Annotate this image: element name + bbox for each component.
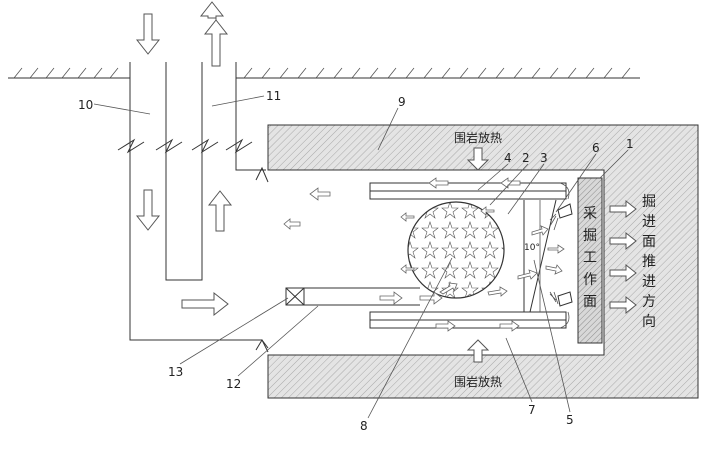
label-3: 3 bbox=[540, 151, 548, 165]
svg-text:掘: 掘 bbox=[642, 194, 656, 210]
label-7: 7 bbox=[528, 403, 536, 417]
svg-text:向: 向 bbox=[642, 314, 656, 330]
sprays bbox=[550, 204, 572, 306]
svg-text:进: 进 bbox=[642, 274, 656, 290]
angle-label: 10° bbox=[524, 243, 540, 253]
svg-text:方: 方 bbox=[642, 294, 656, 310]
svg-text:面: 面 bbox=[583, 294, 597, 310]
label-13: 13 bbox=[168, 365, 183, 379]
label-4: 4 bbox=[504, 151, 512, 165]
svg-text:作: 作 bbox=[583, 272, 597, 288]
svg-text:面: 面 bbox=[642, 234, 656, 250]
label-5: 5 bbox=[566, 413, 574, 427]
label-12: 12 bbox=[226, 377, 241, 391]
workface-label: 采 掘 工 作 面 bbox=[583, 206, 597, 310]
label-10: 10 bbox=[78, 98, 93, 112]
svg-text:工: 工 bbox=[583, 250, 597, 266]
advance-direction-label: 掘 进 面 推 进 方 向 bbox=[642, 194, 656, 330]
heat-bottom-label: 围岩放热 bbox=[454, 374, 502, 389]
heat-top-label: 围岩放热 bbox=[454, 130, 502, 145]
ground-surface bbox=[8, 68, 640, 78]
airflow-arrows bbox=[137, 2, 636, 362]
label-9: 9 bbox=[398, 95, 406, 109]
svg-text:推: 推 bbox=[642, 254, 656, 270]
label-8: 8 bbox=[360, 419, 368, 433]
label-11: 11 bbox=[266, 89, 281, 103]
label-6: 6 bbox=[592, 141, 600, 155]
svg-text:掘: 掘 bbox=[583, 228, 597, 244]
label-1: 1 bbox=[626, 137, 634, 151]
label-2: 2 bbox=[522, 151, 530, 165]
svg-text:采: 采 bbox=[583, 206, 597, 222]
svg-text:进: 进 bbox=[642, 214, 656, 230]
